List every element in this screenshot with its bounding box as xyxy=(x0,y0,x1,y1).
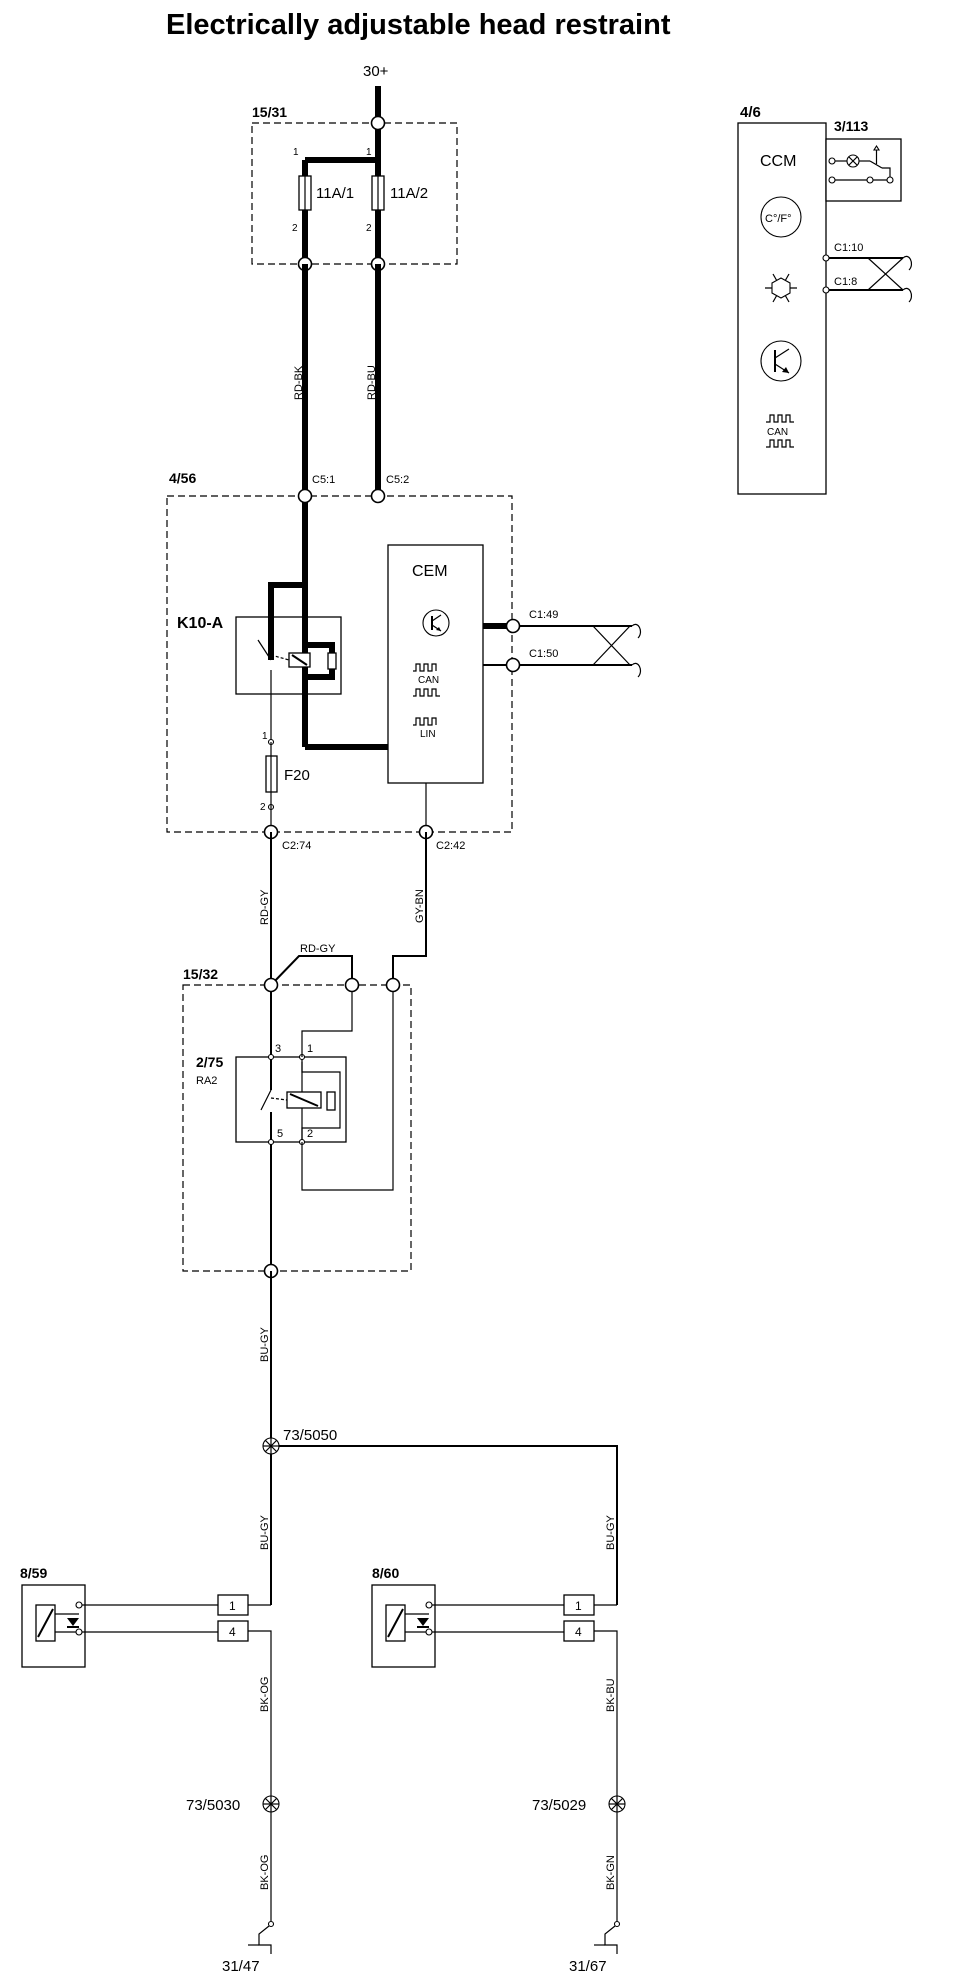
ccm-can-label: CAN xyxy=(767,427,788,438)
supply-label: 30+ xyxy=(363,63,389,80)
motor-right-diode-icon xyxy=(417,1618,429,1628)
cem-transistor-icon xyxy=(422,609,450,637)
relay-2-75-switch xyxy=(260,1089,272,1111)
supply-connector xyxy=(370,115,386,131)
fuse2-pin1: 1 xyxy=(366,147,372,158)
cem-label: CEM xyxy=(412,563,448,580)
motor-left-diode-icon xyxy=(67,1618,79,1628)
fuse-box-outline xyxy=(251,122,458,265)
relay-box-in-connector xyxy=(263,977,279,993)
wire-label-gy-bn: GY-BN xyxy=(414,889,426,923)
relay-k10a-label: K10-A xyxy=(177,615,224,632)
wire-label-rd-gy-branch: RD-GY xyxy=(300,943,336,955)
wire-label-bk-og-lower: BK-OG xyxy=(259,1855,271,1890)
relay-box-ground-connector xyxy=(385,977,401,993)
f20-label: F20 xyxy=(284,767,310,784)
wire-label-rd-gy-main: RD-GY xyxy=(259,889,271,925)
motor-right-pin4: 4 xyxy=(575,1625,582,1639)
wire-bu-gy-right xyxy=(279,1445,618,1605)
cem-can-label: CAN xyxy=(418,675,439,686)
snowflake-icon xyxy=(765,273,797,303)
relay-pin1: 1 xyxy=(307,1043,313,1055)
relay-k10a-switch xyxy=(257,639,272,661)
c1-50-connector xyxy=(505,657,521,673)
wire-label-bk-gn: BK-GN xyxy=(605,1855,617,1890)
cem-can-icon: CAN xyxy=(413,663,440,697)
temperature-icon xyxy=(760,196,802,238)
cem-lin-label: LIN xyxy=(420,729,436,740)
wire-label-bk-og-upper: BK-OG xyxy=(259,1677,271,1712)
c5-2-label: C5:2 xyxy=(386,474,409,486)
ccm-box-id: 4/6 xyxy=(740,104,761,121)
splice-73-5030 xyxy=(262,1795,280,1813)
splice-5050-label: 73/5050 xyxy=(283,1427,337,1444)
ground-31-47-label: 31/47 xyxy=(222,1958,260,1975)
f20-pin1: 1 xyxy=(262,731,268,742)
relay-pin3: 3 xyxy=(275,1043,281,1055)
switch-box-id: 3/113 xyxy=(834,118,868,134)
c5-1-label: C5:1 xyxy=(312,474,335,486)
relay-box-15-32: 15/32 2/75 RA2 3 1 5 2 xyxy=(182,966,412,1272)
c5-2-connector xyxy=(370,488,386,504)
ccm-c1-10-label: C1:10 xyxy=(834,242,863,254)
motor-8-60: 8/60 1 4 xyxy=(371,1565,618,1796)
ccm-box-4-6: 4/6 CCM C°/F° CAN 3/113 xyxy=(737,104,913,495)
wire-label-rd-bk: RD-BK xyxy=(293,365,305,400)
diagram-title: Electrically adjustable head restraint xyxy=(166,9,671,41)
relay-2-75-label: 2/75 xyxy=(196,1054,223,1070)
ccm-label: CCM xyxy=(760,153,796,170)
wire-label-bk-bu: BK-BU xyxy=(605,1678,617,1712)
c5-1-connector xyxy=(297,488,313,504)
fuse2-pin2: 2 xyxy=(366,223,372,234)
motor-8-59: 8/59 1 4 xyxy=(20,1565,272,1796)
relay-pin2: 2 xyxy=(307,1128,313,1140)
fuse-box-15-31: 15/31 11A/1 11A/2 1 1 2 2 xyxy=(251,104,458,265)
relay-box-coil-connector xyxy=(344,977,360,993)
fuse1-pin2: 2 xyxy=(292,223,298,234)
wire-label-bu-gy-main: BU-GY xyxy=(259,1327,271,1363)
splice-5029-label: 73/5029 xyxy=(532,1797,586,1814)
motor-left-pin1: 1 xyxy=(229,1599,236,1613)
switch-3-113 xyxy=(825,138,902,202)
relay-box-outline xyxy=(182,984,412,1272)
can-bus-icon: CAN xyxy=(766,414,794,448)
temperature-unit-label: C°/F° xyxy=(765,213,792,225)
f20-pin2: 2 xyxy=(260,802,266,813)
ground-31-47 xyxy=(248,1920,275,1954)
fuse-box-id: 15/31 xyxy=(252,104,287,120)
c1-49-label: C1:49 xyxy=(529,609,558,621)
relay-box-id: 15/32 xyxy=(183,966,218,982)
motor-right-id: 8/60 xyxy=(372,1565,399,1581)
splice-5030-label: 73/5030 xyxy=(186,1797,240,1814)
relay-pin5: 5 xyxy=(277,1128,283,1140)
wire-label-bu-gy-right: BU-GY xyxy=(605,1515,617,1551)
motor-right-pin1: 1 xyxy=(575,1599,582,1613)
c2-74-label: C2:74 xyxy=(282,840,311,852)
transistor-icon xyxy=(760,340,802,382)
c2-42-label: C2:42 xyxy=(436,840,465,852)
wire-rd-gy-branch xyxy=(270,955,353,986)
fuse1-pin1: 1 xyxy=(293,147,299,158)
ground-31-67-label: 31/67 xyxy=(569,1958,607,1975)
ccm-module xyxy=(737,122,827,495)
cem-lin-icon: LIN xyxy=(413,717,437,740)
cem-box-4-56: 4/56 C5:1 C5:2 CEM CAN LIN xyxy=(166,470,642,833)
ccm-c1-8-label: C1:8 xyxy=(834,276,857,288)
cem-box-id: 4/56 xyxy=(169,470,196,486)
wire-label-bu-gy-left: BU-GY xyxy=(259,1515,271,1551)
wire-label-rd-bu: RD-BU xyxy=(366,365,378,400)
c1-50-label: C1:50 xyxy=(529,648,558,660)
fuse1-label: 11A/1 xyxy=(316,185,354,202)
motor-left-pin4: 4 xyxy=(229,1625,236,1639)
splice-73-5029 xyxy=(608,1795,626,1813)
ground-31-67 xyxy=(594,1920,621,1954)
c1-49-connector xyxy=(505,618,521,634)
splice-73-5050 xyxy=(262,1437,280,1455)
wire-gy-bn xyxy=(392,832,427,985)
fuse2-label: 11A/2 xyxy=(390,185,428,202)
relay-ra2-label: RA2 xyxy=(196,1075,217,1087)
motor-left-id: 8/59 xyxy=(20,1565,47,1581)
